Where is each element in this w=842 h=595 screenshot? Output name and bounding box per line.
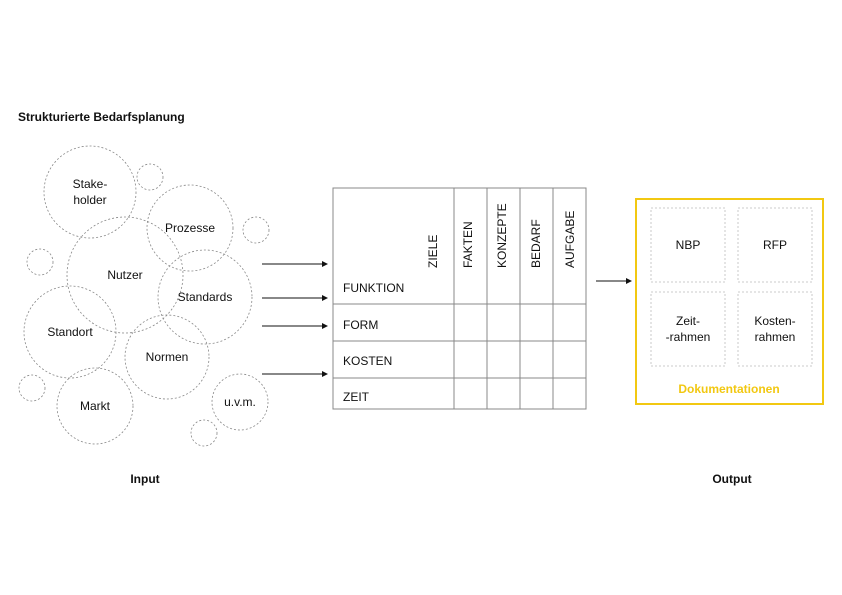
bubble-label: Standort xyxy=(47,325,93,339)
matrix-column-header-ziele: ZIELE xyxy=(426,235,440,268)
matrix-column-header-konzepte: KONZEPTE xyxy=(495,203,509,268)
output-item-outline xyxy=(650,207,726,283)
matrix-row-label-zeit: ZEIT xyxy=(343,390,370,404)
output-item-label: NBP xyxy=(676,238,701,252)
output-item-label: -rahmen xyxy=(666,330,711,344)
output-border xyxy=(635,198,824,405)
matrix-column-header-aufgabe: AUFGABE xyxy=(563,211,577,268)
bubble-nutzer: Nutzer xyxy=(66,216,184,334)
output-item-kostenrahmen: Kosten-rahmen xyxy=(737,291,813,367)
bubble-label: u.v.m. xyxy=(224,395,256,409)
output-item-outline xyxy=(737,291,813,367)
bubble-label: Normen xyxy=(146,350,189,364)
bubble-uvm: u.v.m. xyxy=(211,373,269,431)
output-item-outline xyxy=(650,291,726,367)
output-item-label: Kosten- xyxy=(754,314,795,328)
bubble-prozesse: Prozesse xyxy=(146,184,234,272)
small-bubble xyxy=(18,374,46,402)
bubble-normen: Normen xyxy=(124,314,210,400)
matrix-row-label-funktion: FUNKTION xyxy=(343,281,404,295)
output-item-label: rahmen xyxy=(755,330,796,344)
matrix-border xyxy=(332,187,587,410)
bubble-outline xyxy=(66,216,184,334)
matrix-column-header-fakten: FAKTEN xyxy=(461,221,475,268)
bubble-outline xyxy=(56,367,134,445)
small-bubble xyxy=(26,248,54,276)
bubble-outline xyxy=(43,145,137,239)
output-item-label: Zeit- xyxy=(676,314,700,328)
output-group-label: Dokumentationen xyxy=(678,382,779,396)
bubble-outline xyxy=(23,285,117,379)
bubble-label: Prozesse xyxy=(165,221,215,235)
matrix-column-header-bedarf: BEDARF xyxy=(529,219,543,268)
requirements-matrix: ZIELE FAKTEN KONZEPTE BEDARF AUFGABE FUNKTION… xyxy=(332,187,587,410)
diagram-title: Strukturierte Bedarfsplanung xyxy=(18,110,185,124)
input-label: Input xyxy=(130,472,159,486)
bubble-standort: Standort xyxy=(23,285,117,379)
matrix-row-label-form: FORM xyxy=(343,318,378,332)
bubble-label: Markt xyxy=(80,399,111,413)
output-item-label: RFP xyxy=(763,238,787,252)
bubble-markt: Markt xyxy=(56,367,134,445)
bubble-label: Nutzer xyxy=(107,268,142,282)
small-bubble xyxy=(190,419,218,447)
output-item-zeitrahmen: Zeit- -rahmen xyxy=(650,291,726,367)
bubble-standards: Standards xyxy=(157,249,253,345)
bubble-stakeholder: Stake-holder xyxy=(43,145,137,239)
output-item-nbp: NBP xyxy=(650,207,726,283)
bubble-outline xyxy=(211,373,269,431)
output-documentation-box: NBP RFP Zeit- -rahmen Kosten-rahmenDokumenta… xyxy=(635,198,824,405)
bubble-outline xyxy=(157,249,253,345)
output-item-outline xyxy=(737,207,813,283)
bubble-label: Stake- xyxy=(73,177,108,191)
bubble-outline xyxy=(124,314,210,400)
bubble-outline xyxy=(146,184,234,272)
small-bubble xyxy=(242,216,270,244)
small-bubble xyxy=(136,163,164,191)
output-item-rfp: RFP xyxy=(737,207,813,283)
bubble-label: holder xyxy=(73,193,106,207)
bubble-label: Standards xyxy=(178,290,233,304)
output-label: Output xyxy=(712,472,751,486)
matrix-row-label-kosten: KOSTEN xyxy=(343,354,392,368)
